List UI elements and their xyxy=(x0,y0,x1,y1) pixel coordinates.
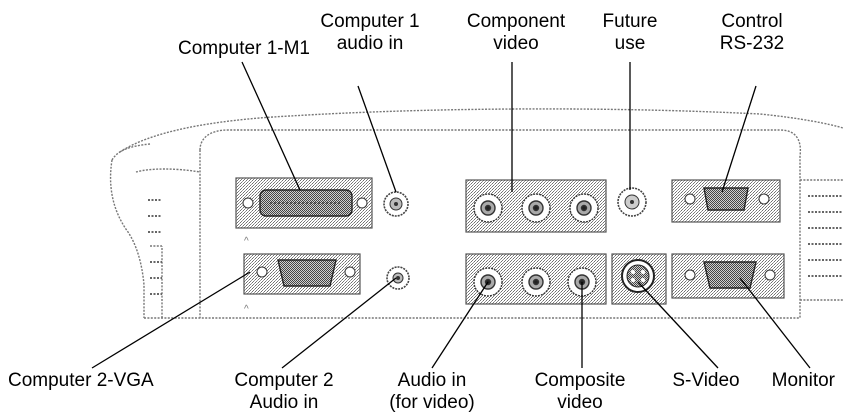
housing-outline xyxy=(119,108,843,153)
composite-audio-jacks-icon xyxy=(473,267,597,297)
computer1-audio-jack-icon xyxy=(383,191,409,217)
label-monitor: Monitor xyxy=(771,370,835,391)
component-video-jacks-icon xyxy=(473,193,599,223)
inner-panel-outline xyxy=(199,129,802,318)
label-control-rs232: Control RS-232 xyxy=(719,11,785,54)
future-use-jack-icon xyxy=(617,187,647,217)
svideo-jack-icon xyxy=(621,259,655,293)
svg-text:^: ^ xyxy=(244,304,249,315)
label-component-video: Component video xyxy=(466,11,566,54)
label-audio-in-for-video: Audio in (for video) xyxy=(389,370,475,413)
label-future-use: Future use xyxy=(602,11,658,54)
svg-text:^: ^ xyxy=(244,236,249,247)
label-computer1-m1: Computer 1-M1 xyxy=(178,38,310,59)
label-computer2-vga: Computer 2-VGA xyxy=(8,370,154,391)
leader-lines xyxy=(91,61,811,369)
vent-grille xyxy=(808,195,843,277)
vga-connector-icon xyxy=(256,259,356,287)
label-s-video: S-Video xyxy=(672,370,740,391)
label-computer1-audio-in: Computer 1 audio in xyxy=(320,11,420,54)
label-composite-video: Composite video xyxy=(534,370,626,413)
rs232-connector-icon xyxy=(684,187,770,211)
label-computer2-audio-in: Computer 2 Audio in xyxy=(234,370,334,413)
m1-connector-icon xyxy=(242,189,368,217)
computer2-audio-jack-icon xyxy=(386,266,410,290)
